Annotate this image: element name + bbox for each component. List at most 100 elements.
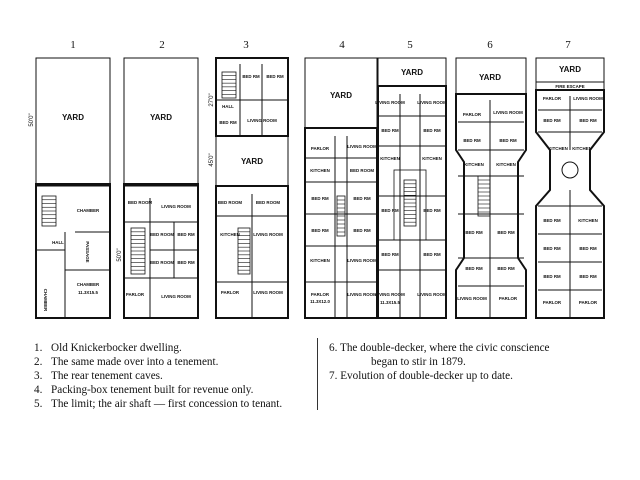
plan-5-kitchen-2: KITCHEN [422,156,442,161]
plan-5-bed-rm-3: BED RM [381,208,399,213]
captions-left: 1.Old Knickerbocker dwelling. 2.The same… [34,341,282,411]
plan-2-bed-room-3: BED ROOM [150,260,174,265]
plan-1-chamber-bottom: CHAMBER [77,282,100,287]
plan-5-living-room-4: LIVING ROOM [417,292,447,297]
plan-6-bed-rm-3: BED RM [465,230,483,235]
plan-7-living-room-1: LIVING ROOM [573,96,603,101]
plan-7-parlor-2: PARLOR [543,300,562,305]
plan-6-bed-rm-1: BED RM [463,138,481,143]
plan-4-living-room-2: LIVING ROOM [347,258,377,263]
plan-6-bed-rm-5: BED RM [465,266,483,271]
plan-7-bed-rm-3: BED RM [543,218,561,223]
plan-4-bed-room-1: BED ROOM [350,168,374,173]
plan-4-living-room-3: LIVING ROOM [347,292,377,297]
plan-7-kitchen-1: KITCHEN [548,146,568,151]
plan-6-bed-rm-6: BED RM [497,266,515,271]
plan-3-rear-hall: HALL [222,104,234,109]
plan-7-fire-escape-label: FIRE ESCAPE [555,84,584,89]
plan-1-passage: PASSAGE [85,241,90,262]
plan-6-yard-label: YARD [479,73,501,82]
plan-3-yard-label: YARD [241,157,263,166]
plan-3-rear-bed-rm-2: BED RM [266,74,284,79]
plan-1-dim-top: 50'0" [29,113,35,126]
plan-5-living-room-2: LIVING ROOM [417,100,447,105]
caption-divider [317,338,318,410]
plan-3-kitchen: KITCHEN [220,232,240,237]
caption-1: 1.Old Knickerbocker dwelling. [34,342,182,354]
plan-4-parlor-2: PARLOR [311,292,330,297]
plan-4-yard-label: YARD [330,91,352,100]
plan-7-bed-rm-2: BED RM [579,118,597,123]
plan-6-parlor-1: PARLOR [463,112,482,117]
plan-2-dim-bottom: 50'0" [117,248,123,261]
plan-4-parlor-size: 11.3X12.0 [310,299,330,304]
plan-6-living-room-1: LIVING ROOM [493,110,523,115]
plan-6-parlor-2: PARLOR [499,296,518,301]
plan-4-stairs [336,195,346,237]
plan-3-bed-room-2: BED ROOM [256,200,280,205]
plan-3-bed-room-1: BED ROOM [218,200,242,205]
plan-3-rear-bed-rm-3: BED RM [219,120,237,125]
plan-1-hall: HALL [52,240,64,245]
caption-5: 5.The limit; the air shaft — first conce… [34,398,283,410]
captions-right: 6. The double-decker, where the civic co… [329,341,619,383]
plan-3-dim-top: 27'0" [209,93,215,106]
plan-7-bed-rm-6: BED RM [543,274,561,279]
plan-2-stairs [130,227,146,275]
plan-4-kitchen-2: KITCHEN [310,258,330,263]
caption-2: 2.The same made over into a tenement. [34,356,219,368]
plan-7-yard-label: YARD [559,65,581,74]
plan-3-rear-living-room: LIVING ROOM [247,118,277,123]
plan-4-house [304,127,378,319]
plan-2-parlor: PARLOR [126,292,145,297]
plan-5-living-room-3: LIVING ROOM [375,292,405,297]
plan-number-4: 4 [339,39,345,51]
caption-4: 4.Packing-box tenement built for revenue… [34,384,254,396]
plan-3-dim-middle: 45'0" [209,153,215,166]
plan-2-living-room-2: LIVING ROOM [161,294,191,299]
plan-6-bed-rm-2: BED RM [499,138,517,143]
plan-1-stairs [41,195,57,227]
plan-4-kitchen-1: KITCHEN [310,168,330,173]
plan-7-kitchen-3: KITCHEN [578,218,598,223]
plan-5-yard-label: YARD [401,68,423,77]
plan-number-6: 6 [487,39,493,51]
plan-5-bed-rm-5: BED RM [381,252,399,257]
plan-7-bed-rm-1: BED RM [543,118,561,123]
plan-5-bed-rm-6: BED RM [423,252,441,257]
plan-4-bed-rm-4: BED RM [353,228,371,233]
plan-6-kitchen-2: KITCHEN [496,162,516,167]
plan-1-chamber-top: CHAMBER [77,208,100,213]
plan-7-dumbbell-outline [535,89,605,319]
caption-3: 3.The rear tenement caves. [34,370,163,382]
plan-2-bed-rm-1: BED RM [177,232,195,237]
plan-number-3: 3 [243,39,249,51]
plan-6-bed-rm-4: BED RM [497,230,515,235]
caption-7: 7. Evolution of double-decker up to date… [329,370,513,382]
plan-6-stairs [477,175,491,217]
plan-5-stairs [403,179,417,227]
plan-4-bed-rm-1: BED RM [311,196,329,201]
plan-3-parlor: PARLOR [221,290,240,295]
plan-3-living-room-1: LIVING ROOM [253,232,283,237]
plan-number-5: 5 [407,39,413,51]
plan-3-front-stairs [237,227,251,275]
plan-6-living-room-2: LIVING ROOM [457,296,487,301]
plan-2-bed-room-2: BED ROOM [150,232,174,237]
plan-5-bed-rm-2: BED RM [423,128,441,133]
plan-5-kitchen-1: KITCHEN [380,156,400,161]
plan-7-parlor-3: PARLOR [579,300,598,305]
plan-6-kitchen-1: KITCHEN [464,162,484,167]
plan-4-living-room-1: LIVING ROOM [347,144,377,149]
plan-4-bed-rm-3: BED RM [311,228,329,233]
plan-2-living-room-1: LIVING ROOM [161,204,191,209]
caption-6: 6. The double-decker, where the civic co… [329,342,550,354]
plan-7-stair-well [561,161,579,179]
plan-5-living-room-1: LIVING ROOM [375,100,405,105]
plan-5-air-shaft [393,169,427,241]
plan-5-living-size: 11.3X15.5 [380,300,400,305]
plan-number-2: 2 [159,39,165,51]
plan-3-rear-stairs [221,71,237,99]
plan-1-chamber-size: 11.3X15.5 [78,290,98,295]
